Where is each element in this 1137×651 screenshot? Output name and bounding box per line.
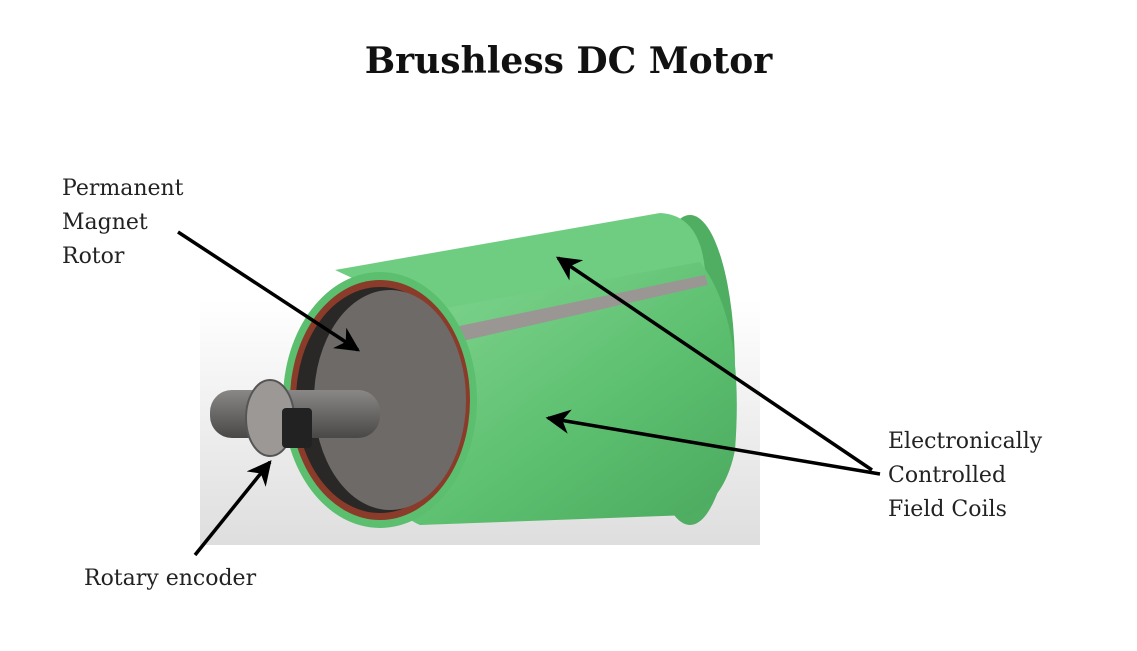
- label-line: Field Coils: [888, 497, 1007, 522]
- arrow-rotor: [177, 230, 361, 352]
- label-rotary-encoder: Rotary encoder: [84, 566, 257, 591]
- arrow-encoder: [193, 460, 272, 557]
- annotation-arrows: [177, 230, 881, 557]
- arrow-coil-top: [555, 256, 873, 472]
- label-line: Electronically: [888, 429, 1043, 454]
- shaft: [210, 379, 380, 457]
- label-permanent-magnet-rotor: Permanent Magnet Rotor: [62, 172, 184, 274]
- label-line: Controlled: [888, 463, 1007, 488]
- label-line: Rotor: [62, 244, 125, 269]
- label-line: Permanent: [62, 176, 184, 201]
- label-line: Magnet: [62, 210, 148, 235]
- arrow-coil-bottom: [545, 409, 881, 476]
- label-field-coils: Electronically Controlled Field Coils: [888, 425, 1042, 527]
- diagram-title: Brushless DC Motor: [364, 40, 773, 82]
